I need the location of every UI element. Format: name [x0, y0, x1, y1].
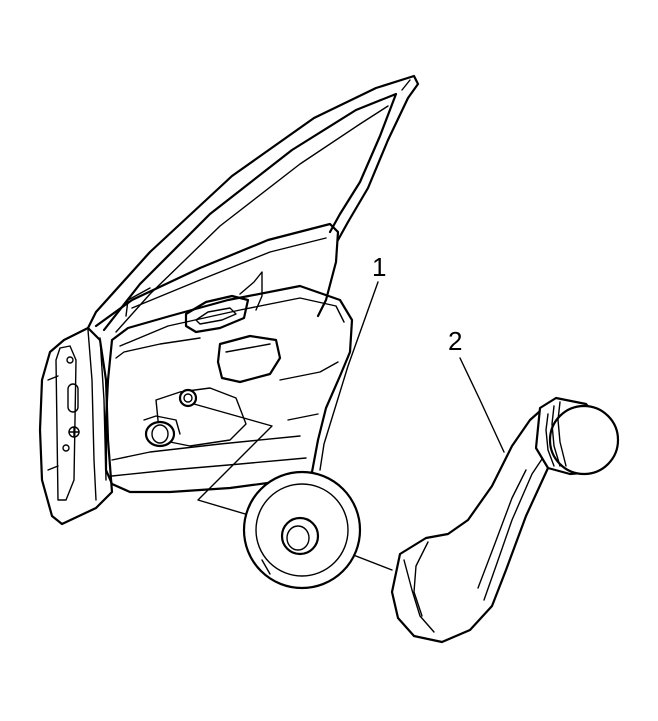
door-window-frame-inner: [102, 92, 398, 332]
door-armrest: [216, 334, 282, 384]
callout-label-1: 1: [372, 252, 386, 282]
front-door-illustration: [38, 74, 420, 526]
callout-1: 1: [319, 252, 386, 471]
door-window-frame-outer: [86, 74, 420, 330]
leader-line-2: [459, 357, 505, 453]
door-pull-handle: [184, 294, 250, 334]
handle-spindle-socket: [144, 420, 176, 448]
door-lock-knob: [178, 388, 198, 408]
escutcheon-bracket-lines: [193, 403, 273, 517]
leader-line-1: [319, 281, 379, 471]
callout-2: 2: [448, 326, 505, 453]
escutcheon-washer: [242, 470, 362, 590]
door-trim-panel: [104, 284, 354, 494]
door-belt-line: [94, 222, 340, 328]
window-crank-handle: [390, 396, 620, 644]
door-hinge-pillar: [38, 326, 114, 526]
callout-label-2: 2: [448, 326, 462, 356]
